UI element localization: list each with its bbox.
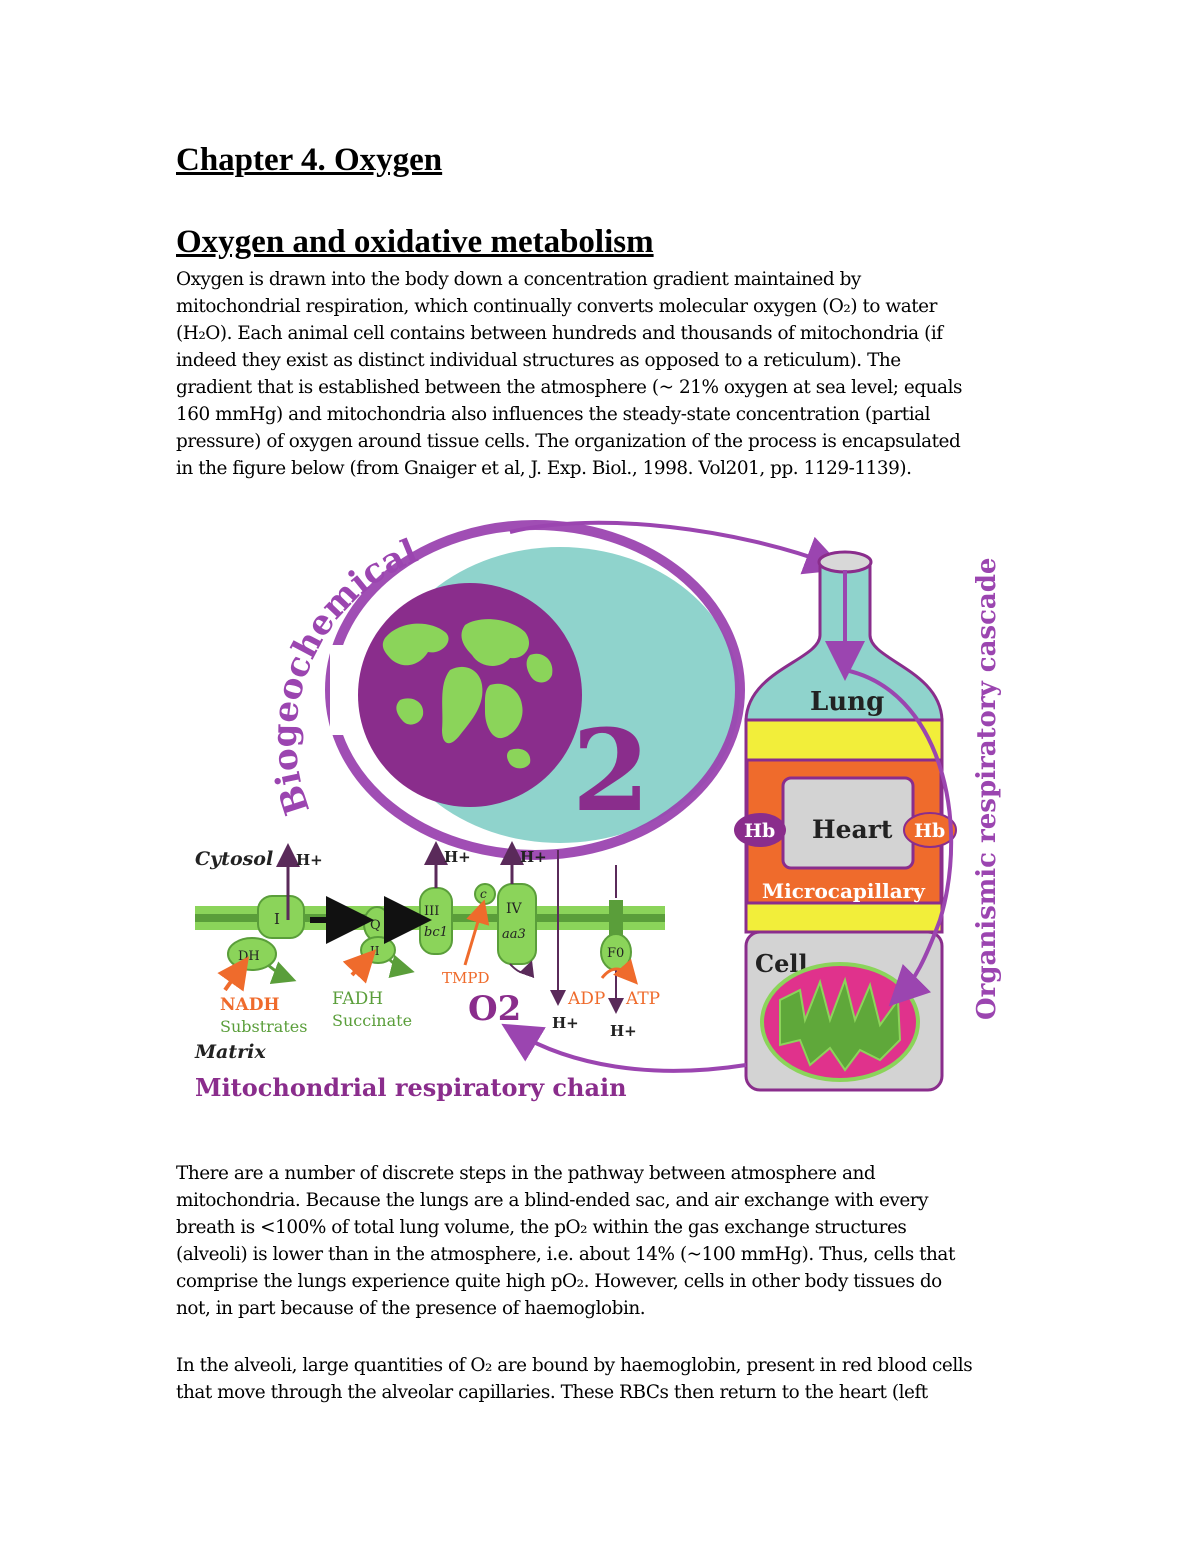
text-line: breath is <100% of total lung volume, th… [176,1217,907,1238]
o2-small-label: O2 [468,989,521,1029]
text-line: indeed they exist as distinct individual… [176,350,901,371]
hb-right-badge [903,812,957,848]
top-arrow [509,520,845,575]
text-line: (H₂O). Each animal cell contains between… [176,323,943,344]
respiratory-chain: Cytosol Matrix I DH Q II III bc1 c [194,841,665,1102]
text-line: comprise the lungs experience quite high… [176,1271,942,1292]
o2-big-subscript: 2 [572,706,650,837]
fadh-label: FADH [332,989,383,1009]
product-arrow [388,954,415,978]
intro-paragraph: Oxygen is drawn into the body down a con… [176,266,1036,482]
text-line: (alveoli) is lower than in the atmospher… [176,1244,955,1265]
nadh-label: NADH [220,995,280,1015]
tmpd-arrow [463,899,490,966]
respiratory-chain-title: Mitochondrial respiratory chain [195,1073,627,1102]
text-line: In the alveoli, large quantities of O₂ a… [176,1355,973,1376]
cascade-curve-arrow [844,668,954,1007]
text-line: gradient that is established between the… [176,377,962,398]
alveoli-paragraph: In the alveoli, large quantities of O₂ a… [176,1352,1036,1406]
atp-arrow [600,958,638,985]
product-arrow [267,961,297,984]
substrates-label: Substrates [220,1017,307,1036]
complex-bc1-label: bc1 [424,925,448,940]
text-line: There are a number of discrete steps in … [176,1163,876,1184]
atp-synthase-stalk [609,900,623,936]
bottle-neck-top [817,550,873,574]
hb-left-badge [734,813,786,847]
heart-label: Heart [812,815,893,844]
complex-Q-label: Q [370,918,381,933]
text-line: mitochondria. Because the lungs are a bl… [176,1190,929,1211]
text-line: Oxygen is drawn into the body down a con… [176,269,861,290]
text-line: in the figure below (from Gnaiger et al,… [176,458,912,479]
matrix-label: Matrix [194,1041,266,1063]
text-line: mitochondrial respiration, which continu… [176,296,937,317]
complex-DH-label: DH [238,949,260,964]
complex-I-label: I [274,910,280,928]
text-line: pressure) of oxygen around tissue cells.… [176,431,961,452]
complex-IV-label: IV [506,901,523,917]
hb-right-label: Hb [914,820,945,842]
organismic-cascade-label: Organismic respiratory cascade [972,558,1002,1020]
complex-I [257,895,305,939]
lung-label: Lung [810,687,884,717]
cytosol-label: Cytosol [195,848,273,870]
text-line: that move through the alveolar capillari… [176,1382,928,1403]
complex-aa3-label: aa3 [502,927,526,942]
nadh-arrow [217,956,249,992]
microcapillary-label: Microcapillary [762,879,926,903]
pathway-paragraph: There are a number of discrete steps in … [176,1160,1036,1322]
adp-label: ADP [567,989,605,1009]
h-plus-label: H+ [444,848,471,866]
mitochondrion [760,962,920,1082]
complex-IV [497,883,537,965]
cytochrome-c-label: c [480,887,487,901]
text-line: not, in part because of the presence of … [176,1298,646,1319]
atp-label: ATP [625,989,660,1009]
complex-III [419,887,453,955]
text-line: 160 mmHg) and mitochondria also influenc… [176,404,931,425]
section-title: Oxygen and oxidative metabolism [176,224,654,260]
fadh-arrow [342,949,377,984]
biogeochemical-cycle: O 2 Biogeochemical cycle [180,520,845,860]
chapter-title: Chapter 4. Oxygen [176,142,443,178]
h-plus-label: H+ [552,1014,579,1032]
oxygen-cascade-figure: O 2 Biogeochemical cycle Lung Heart Micr… [180,520,1002,1102]
complex-F0-label: F0 [607,946,624,961]
h-plus-label: H+ [610,1022,637,1040]
complex-II-label: II [370,944,380,958]
complex-III-label: III [424,904,439,919]
return-arrow [501,1023,747,1073]
succinate-label: Succinate [332,1011,412,1030]
continents [382,619,553,769]
organismic-cascade: Lung Heart Microcapillary Hb Hb Cell Org… [501,550,1002,1092]
oxygen-reduction-arrow [509,960,535,979]
h-plus-label: H+ [520,848,547,866]
tmpd-label: TMPD [442,969,489,987]
h-plus-label: H+ [296,851,323,869]
hb-left-label: Hb [744,820,775,842]
